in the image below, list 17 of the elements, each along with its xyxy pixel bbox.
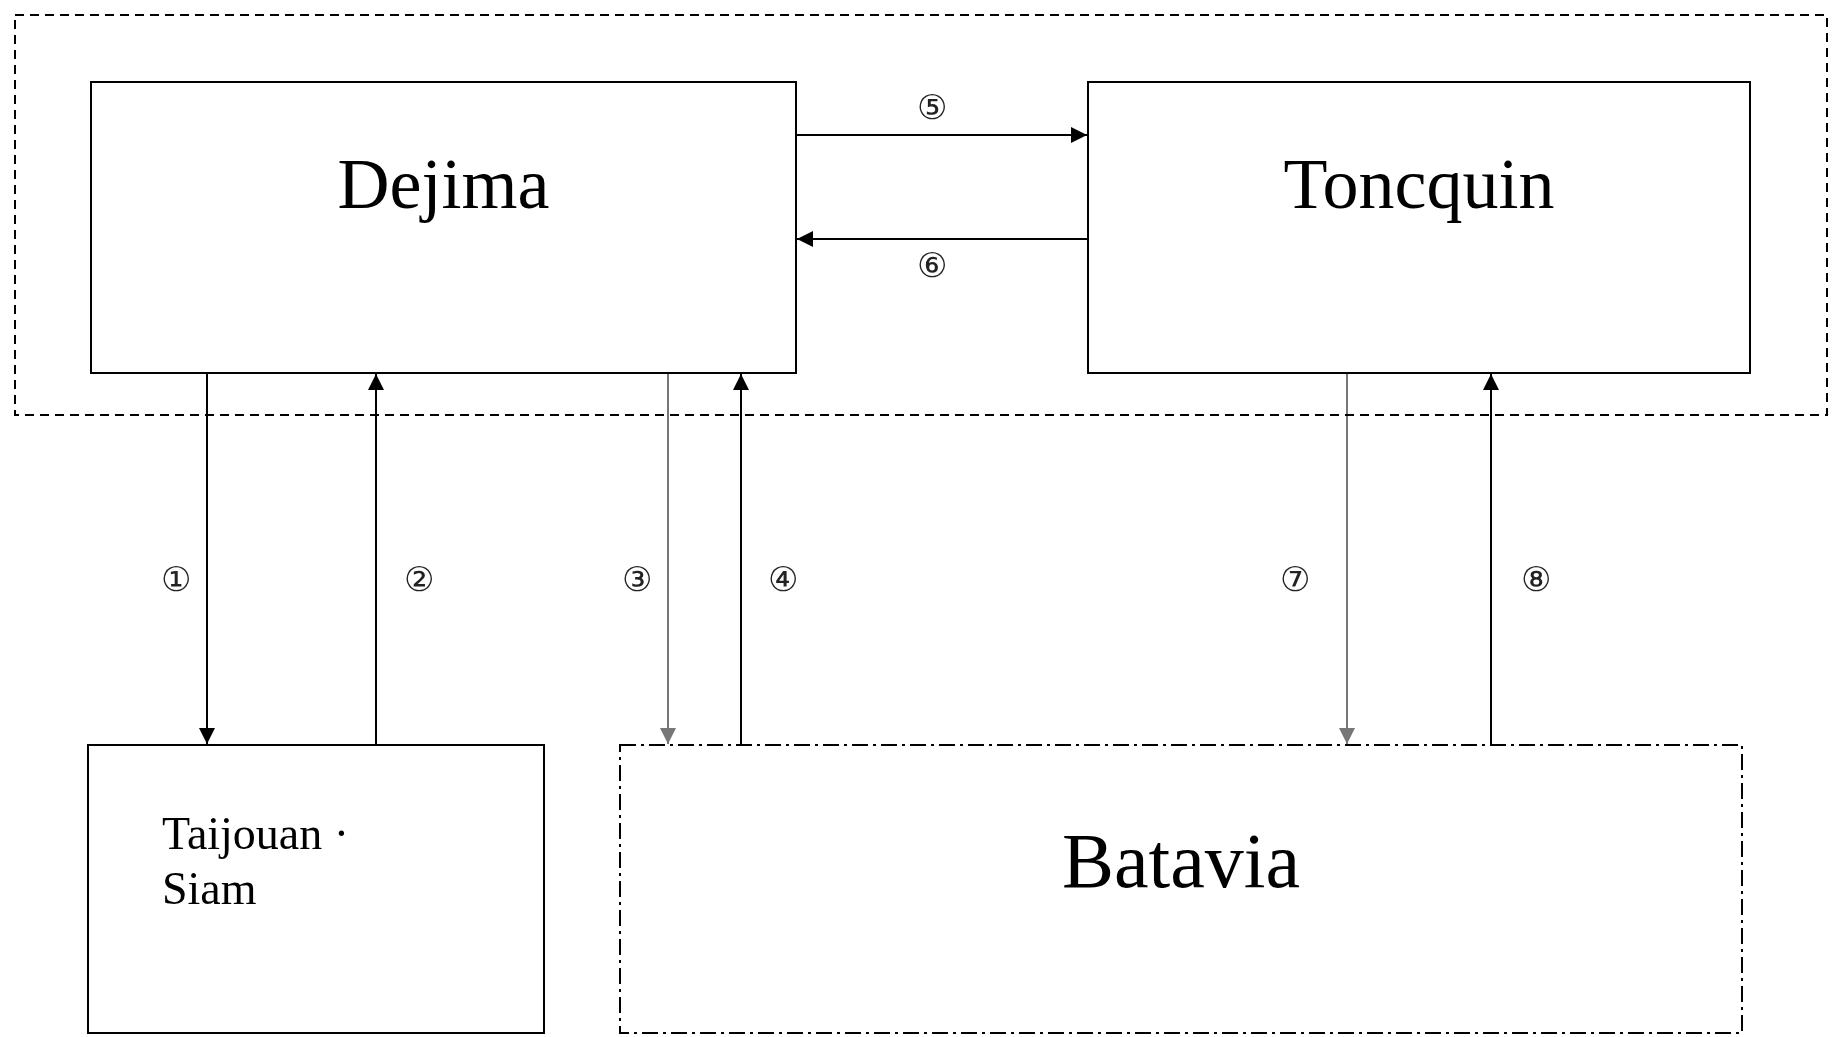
arrow (660, 373, 676, 745)
dashed-group-box (14, 14, 1828, 416)
arrow (1483, 373, 1499, 745)
process-box (90, 81, 797, 374)
node-label: Toncquin (1282, 143, 1556, 226)
arrow (733, 373, 749, 745)
node-label: Dejima (336, 143, 551, 226)
arrow (199, 373, 215, 745)
node-label: Taijouan · Siam (162, 807, 351, 917)
process-box (619, 744, 1743, 1034)
arrow (368, 373, 384, 745)
process-box (87, 744, 545, 1034)
arrow (1339, 373, 1355, 745)
arrow (796, 127, 1088, 143)
node-label: Batavia (1060, 816, 1302, 906)
process-box (1087, 81, 1751, 374)
arrow (796, 231, 1088, 247)
